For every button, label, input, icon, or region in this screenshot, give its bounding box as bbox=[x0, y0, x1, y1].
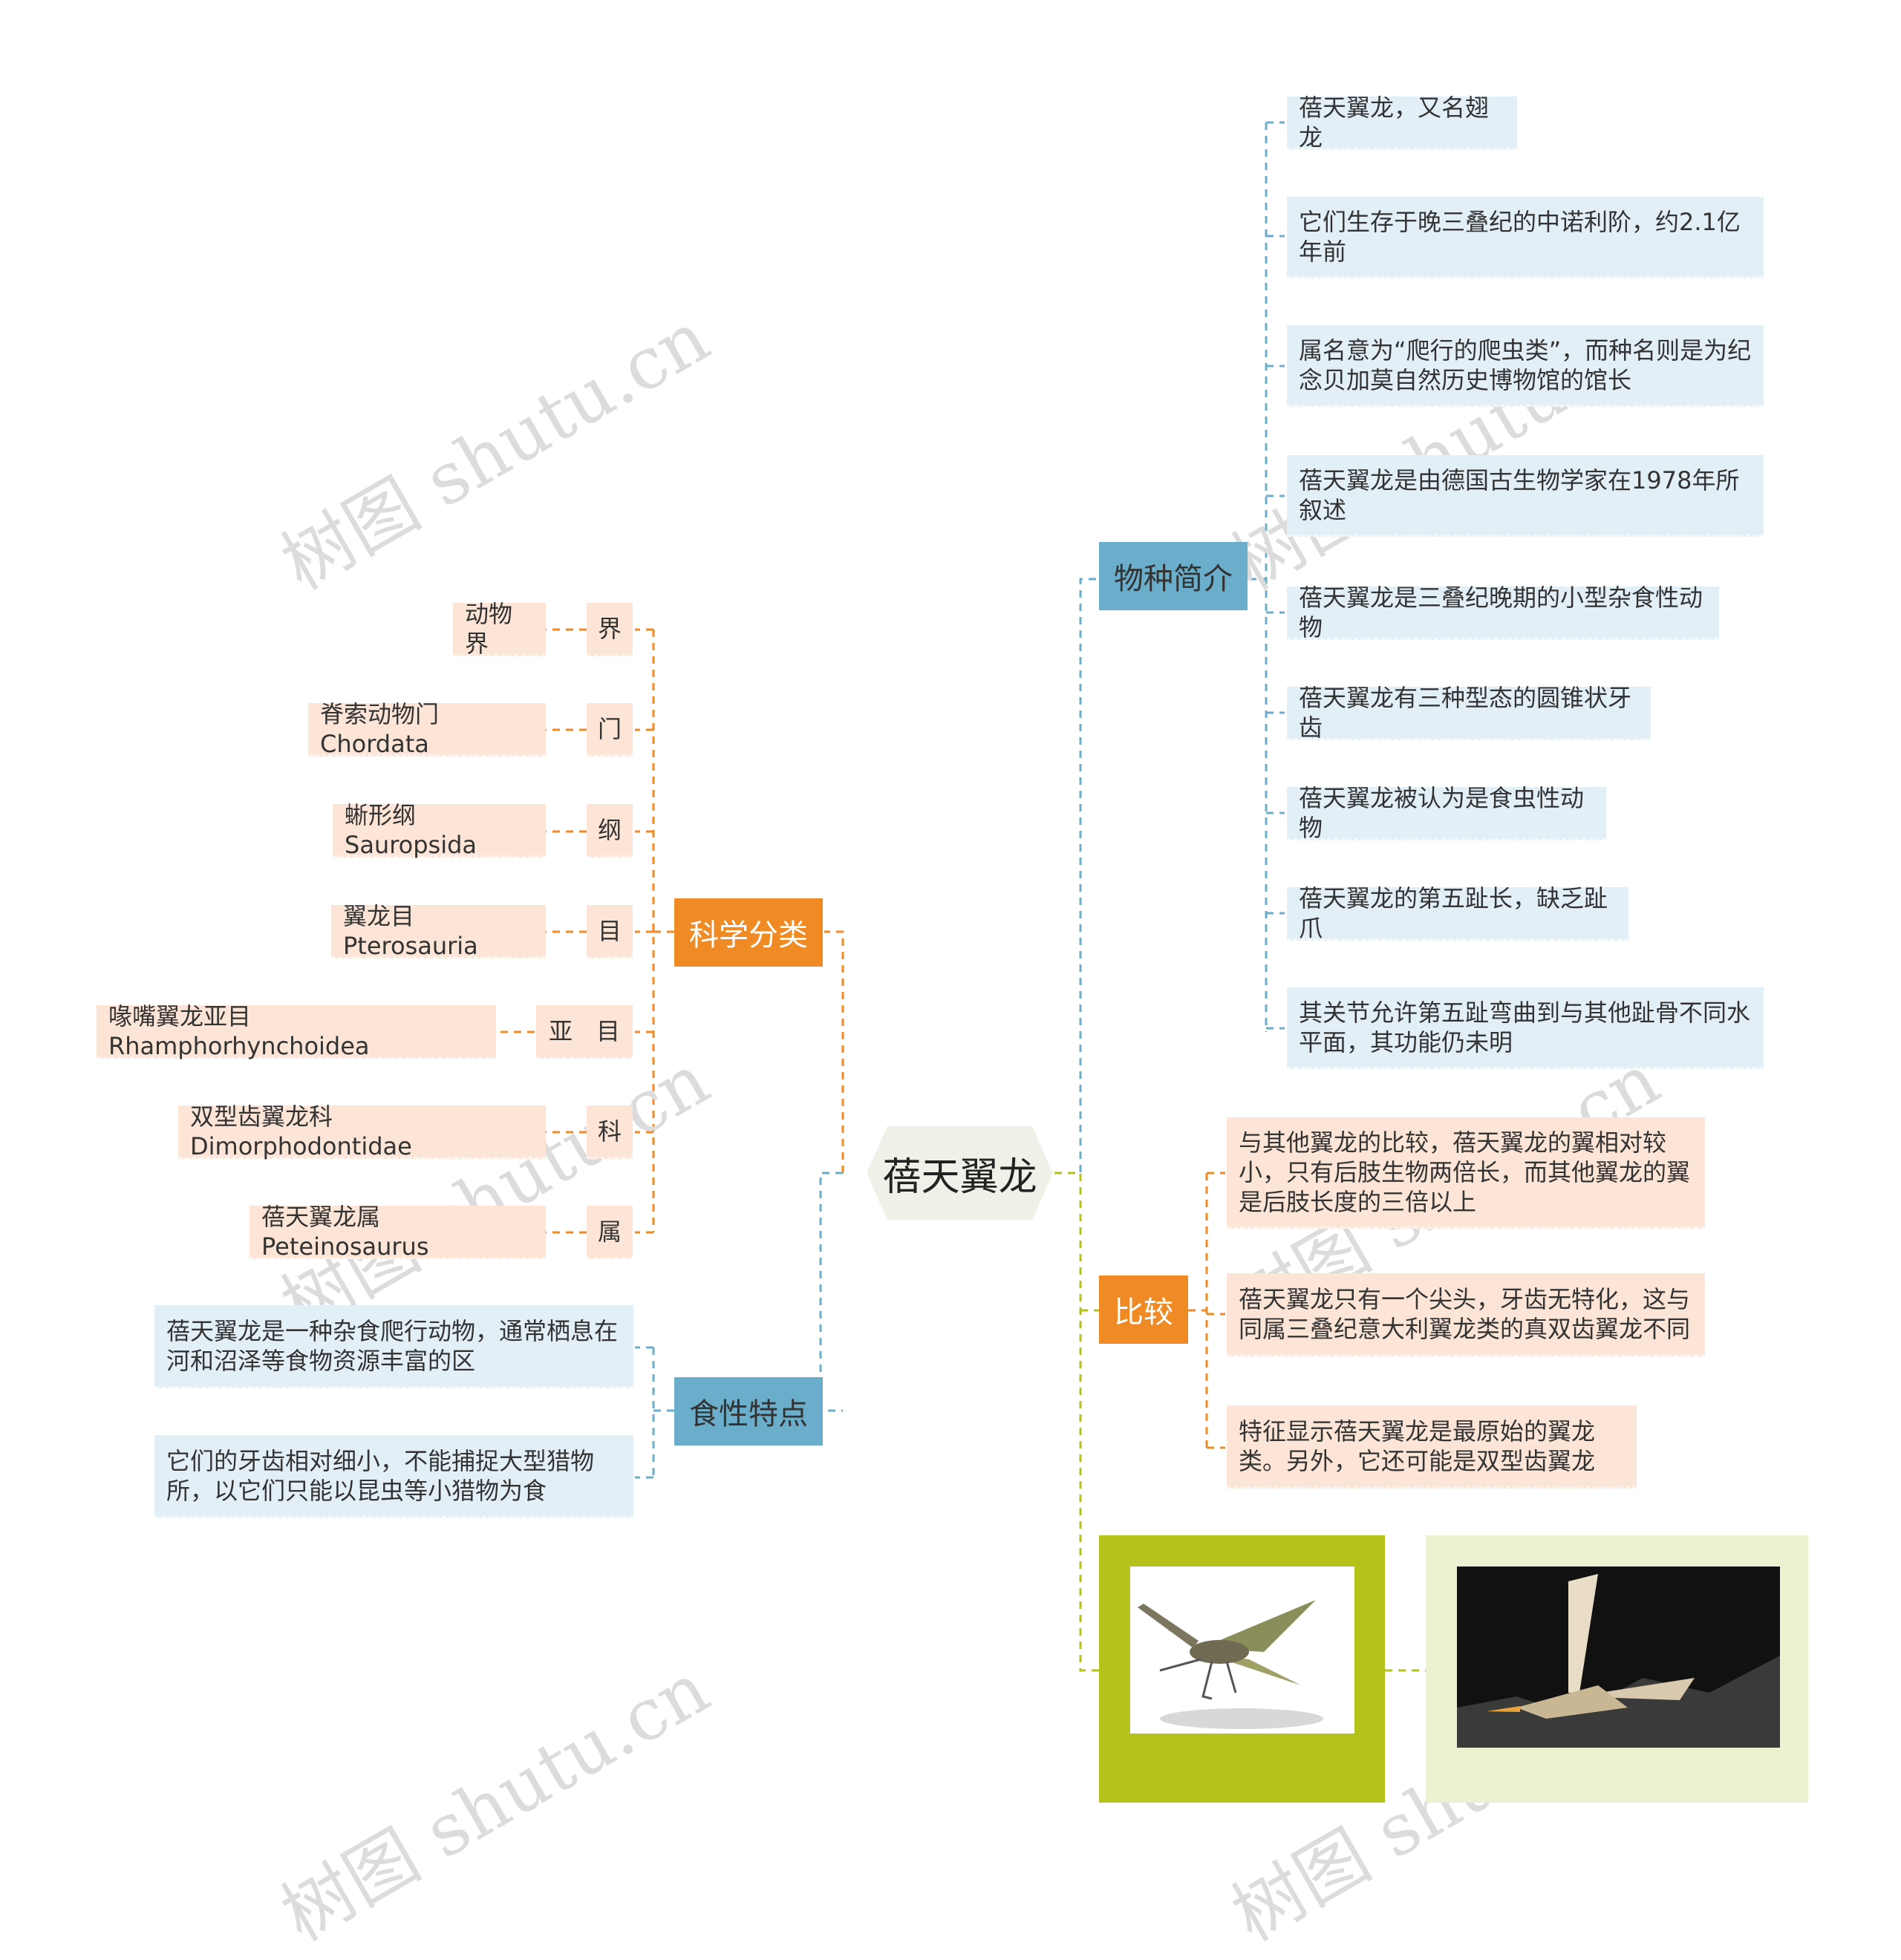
taxonomy-rank-text: 亚 目 bbox=[549, 1016, 620, 1046]
compare-item[interactable]: 与其他翼龙的比较，蓓天翼龙的翼相对较小，只有后肢生物两倍长，而其他翼龙的翼是后肢… bbox=[1227, 1117, 1705, 1229]
image-pterosaur-white-bg bbox=[1130, 1567, 1354, 1734]
taxonomy-value[interactable]: 脊索动物门Chordata bbox=[308, 703, 546, 757]
species-item[interactable]: 蓓天翼龙，又名翅龙 bbox=[1287, 97, 1517, 150]
taxonomy-rank-text: 属 bbox=[598, 1217, 622, 1247]
taxonomy-rank[interactable]: 纲 bbox=[587, 804, 633, 858]
taxonomy-rank[interactable]: 属 bbox=[587, 1206, 633, 1259]
species-item-text: 其关节允许第五趾弯曲到与其他趾骨不同水平面，其功能仍未明 bbox=[1299, 998, 1752, 1057]
taxonomy-value-text: 翼龙目Pterosauria bbox=[343, 901, 534, 961]
image-pterosaur-dark-bg bbox=[1457, 1567, 1780, 1748]
species-item-text: 蓓天翼龙有三种型态的圆锥状牙齿 bbox=[1299, 683, 1639, 742]
taxonomy-value-text: 脊索动物门Chordata bbox=[320, 699, 534, 759]
taxonomy-rank[interactable]: 界 bbox=[587, 603, 633, 656]
compare-item-text: 特征显示蓓天翼龙是最原始的翼龙类。另外，它还可能是双型齿翼龙 bbox=[1239, 1417, 1625, 1476]
taxonomy-value[interactable]: 双型齿翼龙科Dimorphodontidae bbox=[178, 1105, 546, 1159]
species-item-text: 蓓天翼龙是由德国古生物学家在1978年所叙述 bbox=[1299, 466, 1752, 525]
branch-compare[interactable]: 比较 bbox=[1099, 1275, 1188, 1344]
image-node-pterosaur-white[interactable] bbox=[1099, 1535, 1385, 1803]
species-item[interactable]: 属名意为“爬行的爬虫类”，而种名则是为纪念贝加莫自然历史博物馆的馆长 bbox=[1287, 325, 1764, 407]
taxonomy-rank-text: 科 bbox=[598, 1117, 622, 1146]
taxonomy-rank-text: 界 bbox=[598, 614, 622, 644]
taxonomy-value[interactable]: 动物界 bbox=[453, 603, 546, 656]
taxonomy-rank[interactable]: 亚 目 bbox=[536, 1005, 633, 1059]
species-item-text: 蓓天翼龙是三叠纪晚期的小型杂食性动物 bbox=[1299, 583, 1707, 642]
species-item-text: 它们生存于晚三叠纪的中诺利阶，约2.1亿年前 bbox=[1299, 207, 1752, 267]
branch-species[interactable]: 物种简介 bbox=[1099, 542, 1248, 610]
species-item[interactable]: 它们生存于晚三叠纪的中诺利阶，约2.1亿年前 bbox=[1287, 197, 1764, 278]
taxonomy-rank[interactable]: 科 bbox=[587, 1105, 633, 1159]
taxonomy-rank[interactable]: 门 bbox=[587, 703, 633, 757]
branch-diet-title: 食性特点 bbox=[689, 1390, 808, 1433]
species-item-text: 蓓天翼龙的第五趾长，缺乏趾爪 bbox=[1299, 883, 1617, 943]
taxonomy-value-text: 喙嘴翼龙亚目Rhamphorhynchoidea bbox=[108, 1002, 484, 1061]
branch-compare-title: 比较 bbox=[1114, 1288, 1173, 1331]
image-node-pterosaur-dark[interactable] bbox=[1426, 1535, 1808, 1803]
branch-taxonomy[interactable]: 科学分类 bbox=[674, 898, 823, 967]
species-item[interactable]: 蓓天翼龙被认为是食虫性动物 bbox=[1287, 787, 1606, 840]
species-item[interactable]: 蓓天翼龙是三叠纪晚期的小型杂食性动物 bbox=[1287, 587, 1719, 640]
taxonomy-value[interactable]: 喙嘴翼龙亚目Rhamphorhynchoidea bbox=[97, 1005, 496, 1059]
taxonomy-value-text: 蓓天翼龙属 Peteinosaurus bbox=[261, 1202, 534, 1261]
taxonomy-rank-text: 门 bbox=[598, 714, 622, 744]
species-item-text: 属名意为“爬行的爬虫类”，而种名则是为纪念贝加莫自然历史博物馆的馆长 bbox=[1299, 336, 1752, 395]
compare-item[interactable]: 蓓天翼龙只有一个尖头，牙齿无特化，这与同属三叠纪意大利翼龙类的真双齿翼龙不同 bbox=[1227, 1273, 1705, 1356]
taxonomy-value-text: 双型齿翼龙科Dimorphodontidae bbox=[190, 1102, 534, 1161]
diet-item-text: 它们的牙齿相对细小，不能捕捉大型猎物所，以它们只能以昆虫等小猎物为食 bbox=[166, 1446, 622, 1506]
compare-item[interactable]: 特征显示蓓天翼龙是最原始的翼龙类。另外，它还可能是双型齿翼龙 bbox=[1227, 1405, 1637, 1489]
branch-diet[interactable]: 食性特点 bbox=[674, 1377, 823, 1446]
taxonomy-value-text: 动物界 bbox=[465, 599, 534, 659]
species-item[interactable]: 蓓天翼龙是由德国古生物学家在1978年所叙述 bbox=[1287, 455, 1764, 537]
taxonomy-rank-text: 纲 bbox=[598, 815, 622, 845]
pterosaur-photo bbox=[1457, 1567, 1780, 1748]
compare-item-text: 与其他翼龙的比较，蓓天翼龙的翼相对较小，只有后肢生物两倍长，而其他翼龙的翼是后肢… bbox=[1239, 1128, 1693, 1217]
taxonomy-rank-text: 目 bbox=[598, 916, 622, 946]
species-item[interactable]: 蓓天翼龙的第五趾长，缺乏趾爪 bbox=[1287, 887, 1628, 941]
species-item[interactable]: 其关节允许第五趾弯曲到与其他趾骨不同水平面，其功能仍未明 bbox=[1287, 987, 1764, 1069]
branch-species-title: 物种简介 bbox=[1114, 555, 1233, 598]
taxonomy-value-text: 蜥形纲Sauropsida bbox=[345, 800, 534, 860]
species-item-text: 蓓天翼龙被认为是食虫性动物 bbox=[1299, 783, 1594, 843]
taxonomy-value[interactable]: 翼龙目Pterosauria bbox=[331, 905, 546, 958]
taxonomy-rank[interactable]: 目 bbox=[587, 905, 633, 958]
root-title: 蓓天翼龙 bbox=[882, 1146, 1037, 1201]
pterosaur-illustration bbox=[1130, 1567, 1354, 1734]
taxonomy-value[interactable]: 蜥形纲Sauropsida bbox=[333, 804, 546, 858]
diet-item[interactable]: 它们的牙齿相对细小，不能捕捉大型猎物所，以它们只能以昆虫等小猎物为食 bbox=[154, 1435, 633, 1518]
diet-item-text: 蓓天翼龙是一种杂食爬行动物，通常栖息在河和沼泽等食物资源丰富的区 bbox=[166, 1316, 622, 1376]
species-item[interactable]: 蓓天翼龙有三种型态的圆锥状牙齿 bbox=[1287, 687, 1651, 740]
branch-taxonomy-title: 科学分类 bbox=[689, 911, 808, 954]
taxonomy-value[interactable]: 蓓天翼龙属 Peteinosaurus bbox=[250, 1206, 546, 1259]
species-item-text: 蓓天翼龙，又名翅龙 bbox=[1299, 93, 1505, 152]
root-node[interactable]: 蓓天翼龙 bbox=[865, 1125, 1054, 1221]
diet-item[interactable]: 蓓天翼龙是一种杂食爬行动物，通常栖息在河和沼泽等食物资源丰富的区 bbox=[154, 1305, 633, 1388]
compare-item-text: 蓓天翼龙只有一个尖头，牙齿无特化，这与同属三叠纪意大利翼龙类的真双齿翼龙不同 bbox=[1239, 1284, 1693, 1344]
